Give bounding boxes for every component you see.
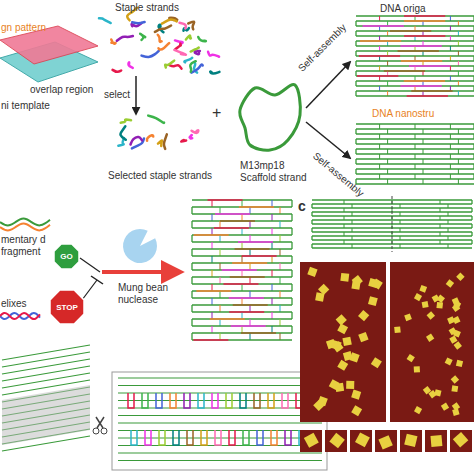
label: mentary d fragment bbox=[1, 234, 57, 257]
helix-strand bbox=[0, 313, 40, 319]
sign-octagon: GO bbox=[54, 244, 79, 269]
dna-origami bbox=[356, 16, 474, 96]
label: ni template bbox=[1, 100, 50, 112]
nuclease-icon bbox=[123, 229, 157, 263]
label: c bbox=[298, 198, 306, 214]
label: Selected staple strands bbox=[108, 170, 212, 182]
sign-text: STOP bbox=[56, 303, 78, 312]
label: gn pattern bbox=[1, 22, 46, 34]
afm-image bbox=[300, 430, 322, 452]
digested-origami bbox=[192, 200, 292, 340]
fragment-strand bbox=[0, 224, 50, 231]
label: overlap region bbox=[30, 84, 93, 96]
helix-strand bbox=[0, 313, 40, 319]
stop-bar bbox=[91, 276, 103, 284]
cut-line bbox=[392, 196, 393, 252]
label: elixes bbox=[1, 298, 27, 310]
label: DNA nanostru bbox=[372, 108, 434, 120]
go-line bbox=[80, 258, 100, 272]
sign-octagon: STOP bbox=[50, 290, 84, 324]
label: Self-assembly bbox=[296, 22, 349, 75]
staple-strands bbox=[99, 8, 219, 74]
assembly-arrow bbox=[306, 122, 350, 158]
afm-image bbox=[450, 430, 472, 452]
afm-image bbox=[300, 262, 386, 422]
label: M13mp18 Scaffold strand bbox=[240, 160, 316, 183]
afm-image bbox=[425, 430, 447, 452]
stacked-origami bbox=[2, 345, 90, 451]
afm-image bbox=[375, 430, 397, 452]
zoom-box bbox=[112, 372, 327, 470]
select-arrow bbox=[135, 76, 137, 114]
afm-image bbox=[350, 430, 372, 452]
afm-image bbox=[390, 262, 474, 422]
label: + bbox=[212, 104, 221, 122]
afm-image bbox=[400, 430, 422, 452]
digest-arrow bbox=[102, 270, 180, 274]
afm-image bbox=[325, 430, 347, 452]
assembly-arrow bbox=[306, 62, 350, 108]
dna-nanostructure bbox=[356, 124, 474, 184]
stop-line bbox=[82, 280, 97, 300]
scissors-icon bbox=[93, 417, 107, 434]
label: select bbox=[104, 89, 130, 101]
sign-text: GO bbox=[60, 252, 72, 261]
label: DNA origa bbox=[380, 3, 426, 15]
scaffold-loop bbox=[240, 84, 301, 150]
zoom-structure bbox=[118, 378, 322, 461]
label: Mung bean nuclease bbox=[118, 282, 184, 305]
label: Staple strands bbox=[115, 2, 179, 14]
staple-strands bbox=[118, 116, 198, 149]
